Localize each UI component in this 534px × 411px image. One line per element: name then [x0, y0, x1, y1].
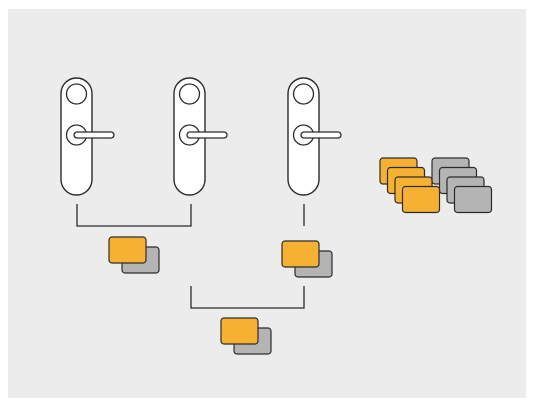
key-card-orange	[281, 240, 320, 268]
keyhole-circle	[178, 83, 201, 105]
key-card-orange	[220, 317, 259, 345]
door-handle-1	[60, 77, 115, 196]
keyhole-circle	[65, 83, 88, 105]
connector-master	[190, 286, 305, 309]
key-card-icon	[220, 317, 272, 355]
door-handle-icon	[60, 77, 115, 196]
lever-arm	[300, 131, 342, 139]
door-handle-2	[173, 77, 228, 196]
stack-card-grey	[453, 185, 493, 214]
door-handle-3	[287, 77, 342, 196]
door-handle-icon	[173, 77, 228, 196]
lever-arm	[186, 131, 228, 139]
key-card-icon	[108, 236, 160, 274]
door-handle-icon	[287, 77, 342, 196]
key-card-pair-group-1-2	[108, 236, 160, 274]
key-card-stack-icon	[379, 157, 493, 214]
key-card-orange	[108, 236, 147, 264]
key-card-icon	[281, 240, 333, 278]
key-card-pair-handle-3	[281, 240, 333, 278]
stack-card-orange	[401, 185, 441, 214]
key-card-pair-master	[220, 317, 272, 355]
keyhole-circle	[292, 83, 315, 105]
lever-arm	[73, 131, 115, 139]
connector-handles-1-2	[76, 204, 192, 227]
